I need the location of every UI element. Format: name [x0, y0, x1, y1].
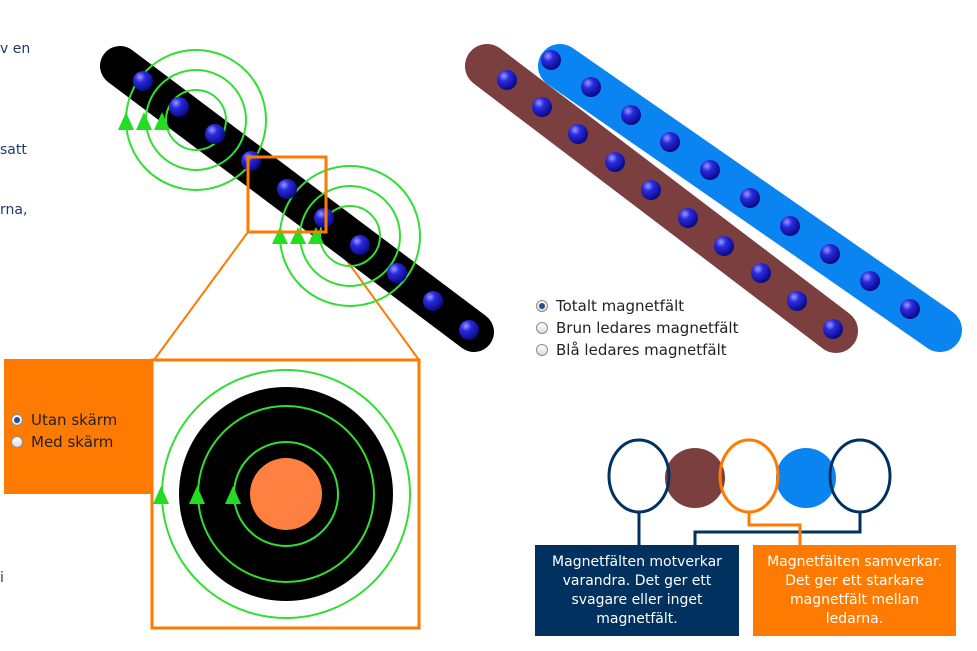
cross-section-arrows [153, 486, 241, 504]
electron [169, 97, 189, 117]
radio-label: Blå ledares magnetfält [556, 341, 727, 359]
info-text-cooperating: Magnetfälten samverkar. Det ger ett star… [767, 553, 942, 627]
electron [541, 50, 561, 70]
electron [787, 291, 807, 311]
electron [350, 235, 370, 255]
radio-button[interactable] [536, 300, 548, 312]
electron [605, 152, 625, 172]
electron [133, 71, 153, 91]
radio-total-field[interactable]: Totalt magnetfält [536, 297, 684, 315]
electron [660, 132, 680, 152]
connector-navy-2 [693, 512, 862, 545]
info-box-opposing: Magnetfälten motverkar varandra. Det ger… [535, 545, 739, 636]
radio-blue-field[interactable]: Blå ledares magnetfält [536, 341, 727, 359]
field-region-left [607, 438, 671, 514]
electron [241, 151, 261, 171]
side-text-4: i [0, 570, 4, 586]
radio-label: Brun ledares magnetfält [556, 319, 739, 337]
electron [423, 291, 443, 311]
side-text-1: v en [0, 41, 31, 57]
radio-button[interactable] [536, 344, 548, 356]
radio-button[interactable] [11, 414, 23, 426]
info-box-cooperating: Magnetfälten samverkar. Det ger ett star… [753, 545, 956, 636]
electrons-blue-conductor [541, 50, 920, 319]
electron [823, 319, 843, 339]
field-region-right [828, 438, 892, 514]
radio-label: Utan skärm [31, 411, 118, 429]
electron [740, 188, 760, 208]
electron [900, 299, 920, 319]
info-text-opposing: Magnetfälten motverkar varandra. Det ger… [552, 553, 722, 627]
radio-button[interactable] [11, 436, 23, 448]
cross-section-zoom [150, 358, 421, 630]
radio-with-screen[interactable]: Med skärm [11, 433, 113, 451]
blue-conductor-disc [776, 448, 836, 508]
electron [314, 208, 334, 228]
electron [860, 271, 880, 291]
side-text-3: rna, [0, 202, 28, 218]
brown-conductor-disc [665, 448, 725, 508]
electron [714, 236, 734, 256]
electron [387, 263, 407, 283]
electron [641, 180, 661, 200]
electron [205, 124, 225, 144]
radio-without-screen[interactable]: Utan skärm [11, 411, 117, 429]
radio-button[interactable] [536, 322, 548, 334]
electron [700, 160, 720, 180]
electrons-brown-conductor [497, 70, 843, 339]
conductor-core [250, 458, 322, 530]
radio-label: Totalt magnetfält [556, 297, 685, 315]
radio-label: Med skärm [31, 433, 114, 451]
radio-brown-field[interactable]: Brun ledares magnetfält [536, 319, 738, 337]
electron [497, 70, 517, 90]
field-overlap-diagram [607, 438, 892, 545]
field-direction-arrows-top [118, 112, 170, 130]
electron [751, 263, 771, 283]
electron [277, 179, 297, 199]
side-text-2: satt [0, 142, 27, 158]
electron [820, 244, 840, 264]
electron [621, 105, 641, 125]
electron [532, 97, 552, 117]
electrons-black-conductor [133, 71, 479, 340]
zoom-selection-rect [246, 155, 328, 234]
electron [568, 124, 588, 144]
electron [581, 77, 601, 97]
electron [678, 208, 698, 228]
electron [459, 320, 479, 340]
electron [780, 216, 800, 236]
screen-option-panel [4, 359, 156, 494]
field-direction-arrows-middle [272, 227, 324, 244]
field-region-middle [718, 438, 780, 514]
connector-orange [747, 512, 802, 545]
